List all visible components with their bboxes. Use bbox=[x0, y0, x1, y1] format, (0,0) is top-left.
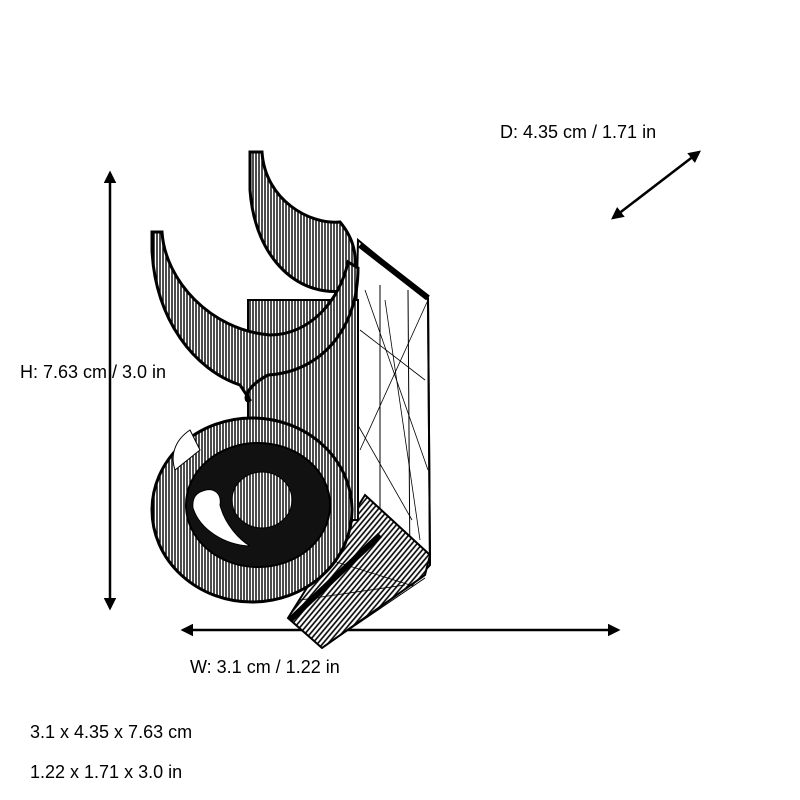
depth-label: D: 4.35 cm / 1.71 in bbox=[500, 122, 657, 142]
depth-arrow bbox=[611, 150, 701, 220]
height-label: H: 7.63 cm / 3.0 in bbox=[20, 362, 167, 382]
summary-in: 1.22 x 1.71 x 3.0 in bbox=[30, 762, 183, 782]
width-label: W: 3.1 cm / 1.22 in bbox=[190, 657, 340, 677]
wireframe-model bbox=[150, 150, 432, 650]
summary-cm: 3.1 x 4.35 x 7.63 cm bbox=[30, 722, 193, 742]
